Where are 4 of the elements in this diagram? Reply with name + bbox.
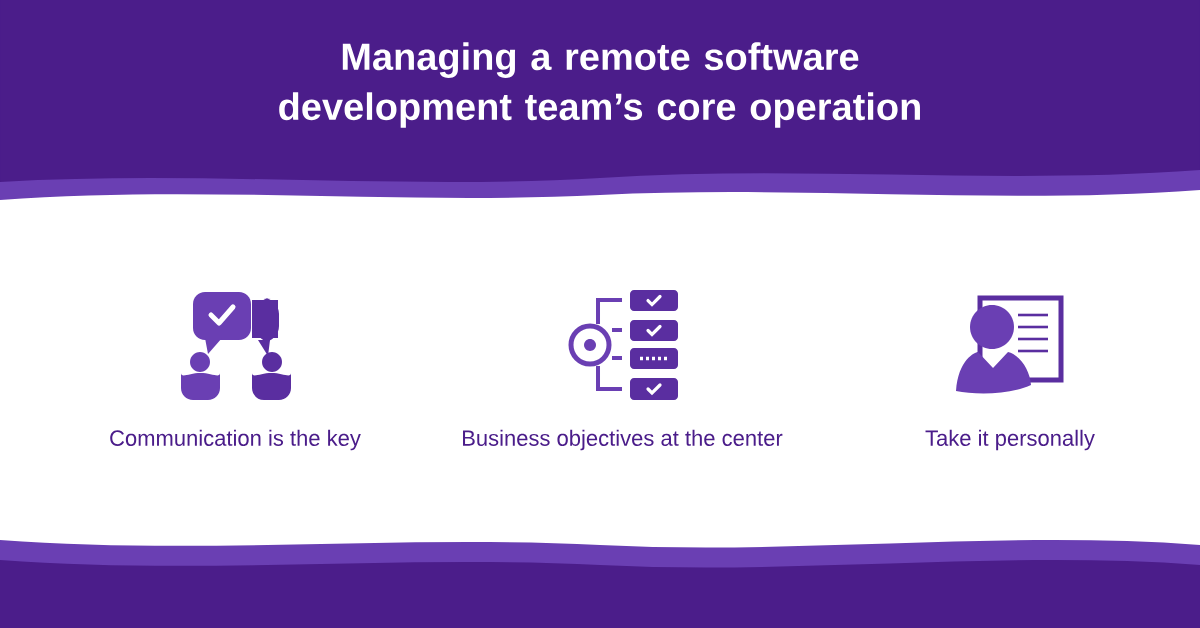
icon-caption: Business objectives at the center <box>463 429 783 451</box>
icon-caption: Take it personally <box>925 429 1095 451</box>
title: Managing a remote software development team’s core operation <box>279 42 920 128</box>
icon-caption: Communication is the key <box>110 429 361 451</box>
